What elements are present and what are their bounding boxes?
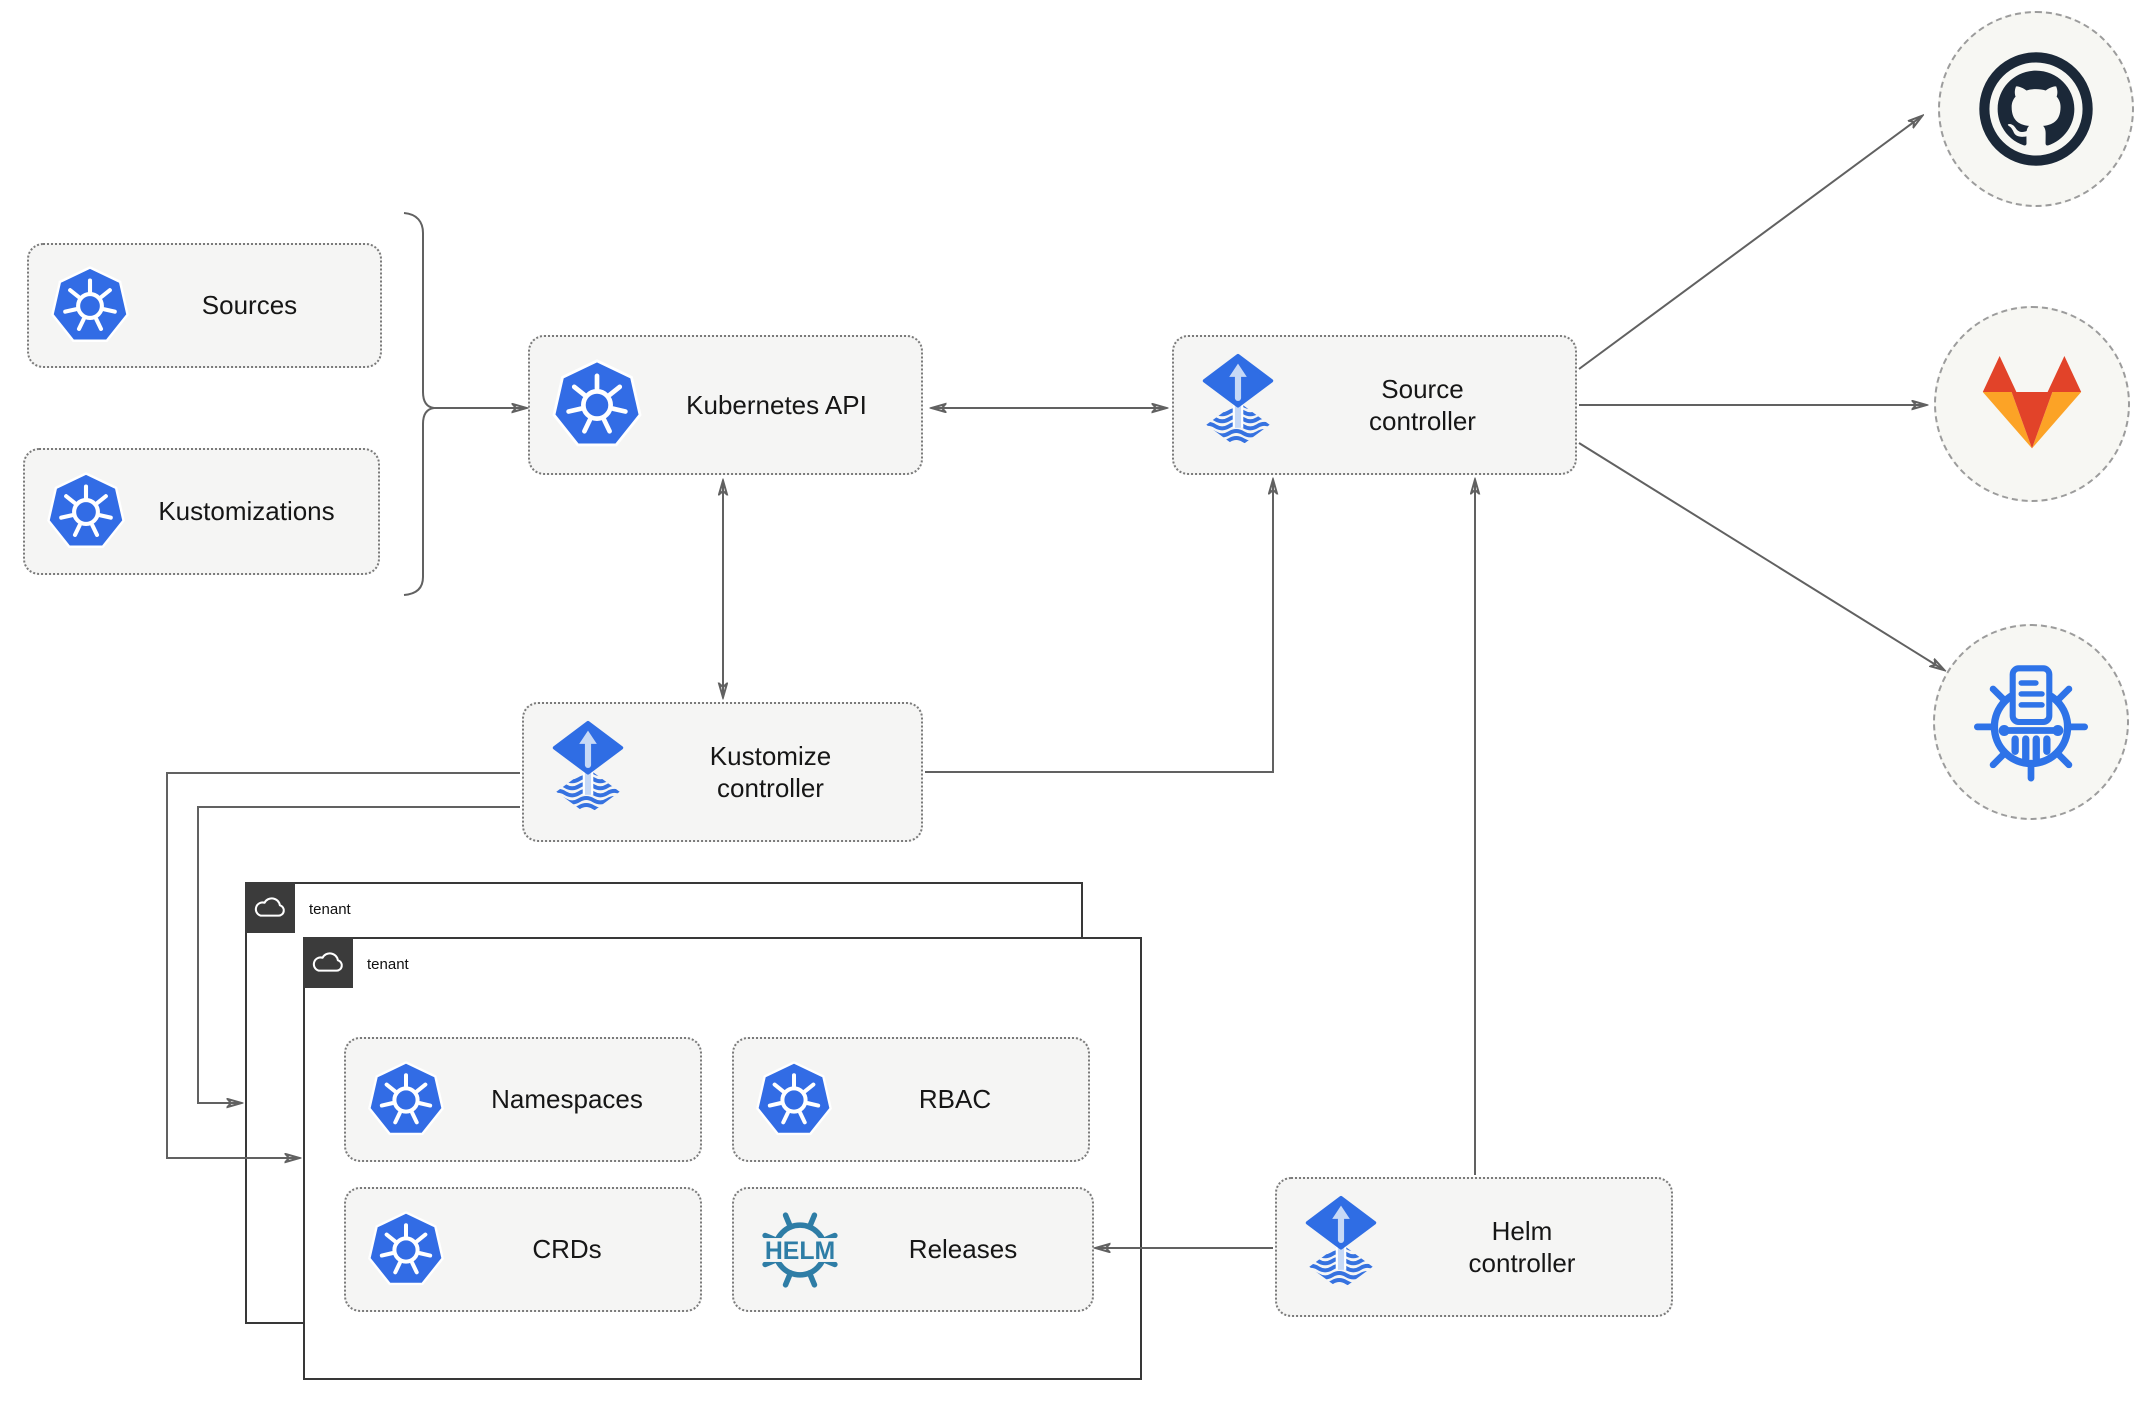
node-label: Namespaces xyxy=(491,1084,643,1115)
node-namespaces: Namespaces xyxy=(344,1037,702,1162)
node-kustomizations: Kustomizations xyxy=(23,448,380,575)
node-label: Kubernetes API xyxy=(686,389,867,420)
kubernetes-icon xyxy=(49,263,131,349)
node-helm-controller: Helm controller xyxy=(1275,1177,1673,1317)
github-icon xyxy=(1938,11,2134,207)
edge-brace xyxy=(403,212,435,596)
node-rbac: RBAC xyxy=(732,1037,1090,1162)
node-label: Source controller xyxy=(1369,373,1476,437)
node-kustomize-controller: Kustomize controller xyxy=(522,702,923,842)
helm-logo-text: HELM xyxy=(765,1238,835,1265)
tenant-label: tenant xyxy=(367,955,409,973)
node-label: Kustomizations xyxy=(158,496,335,527)
node-label: Helm controller xyxy=(1468,1215,1576,1279)
node-label: CRDs xyxy=(532,1234,602,1265)
node-label: RBAC xyxy=(918,1084,992,1115)
node-label: Kustomize controller xyxy=(709,740,832,804)
edge-source-github xyxy=(1578,116,1922,370)
cloud-icon xyxy=(303,937,353,988)
kubernetes-icon xyxy=(550,356,644,454)
node-source-controller: Source controller xyxy=(1172,335,1577,475)
kubernetes-icon xyxy=(366,1058,446,1142)
flux-icon xyxy=(1194,352,1282,458)
kubernetes-icon xyxy=(754,1058,834,1142)
cloud-icon xyxy=(245,882,295,933)
node-sources: Sources xyxy=(27,243,382,368)
edge-kustomize-source xyxy=(925,480,1273,773)
node-label: Releases xyxy=(908,1234,1018,1265)
tenant-group-front: tenant Namespace xyxy=(303,937,1142,1380)
flux-icon xyxy=(1297,1194,1385,1300)
node-kubernetes-api: Kubernetes API xyxy=(528,335,923,475)
flux-icon xyxy=(544,719,632,825)
tenant-label: tenant xyxy=(309,900,351,918)
gitlab-icon xyxy=(1934,306,2130,502)
node-crds: CRDs xyxy=(344,1187,702,1312)
kubernetes-icon xyxy=(366,1208,446,1292)
kubernetes-icon xyxy=(45,469,127,555)
node-releases: HELM Releases xyxy=(732,1187,1094,1312)
edge-source-bucket xyxy=(1578,442,1944,670)
bucket-storage-icon xyxy=(1933,624,2129,820)
helm-icon: HELM xyxy=(754,1204,846,1296)
node-label: Sources xyxy=(201,290,298,321)
